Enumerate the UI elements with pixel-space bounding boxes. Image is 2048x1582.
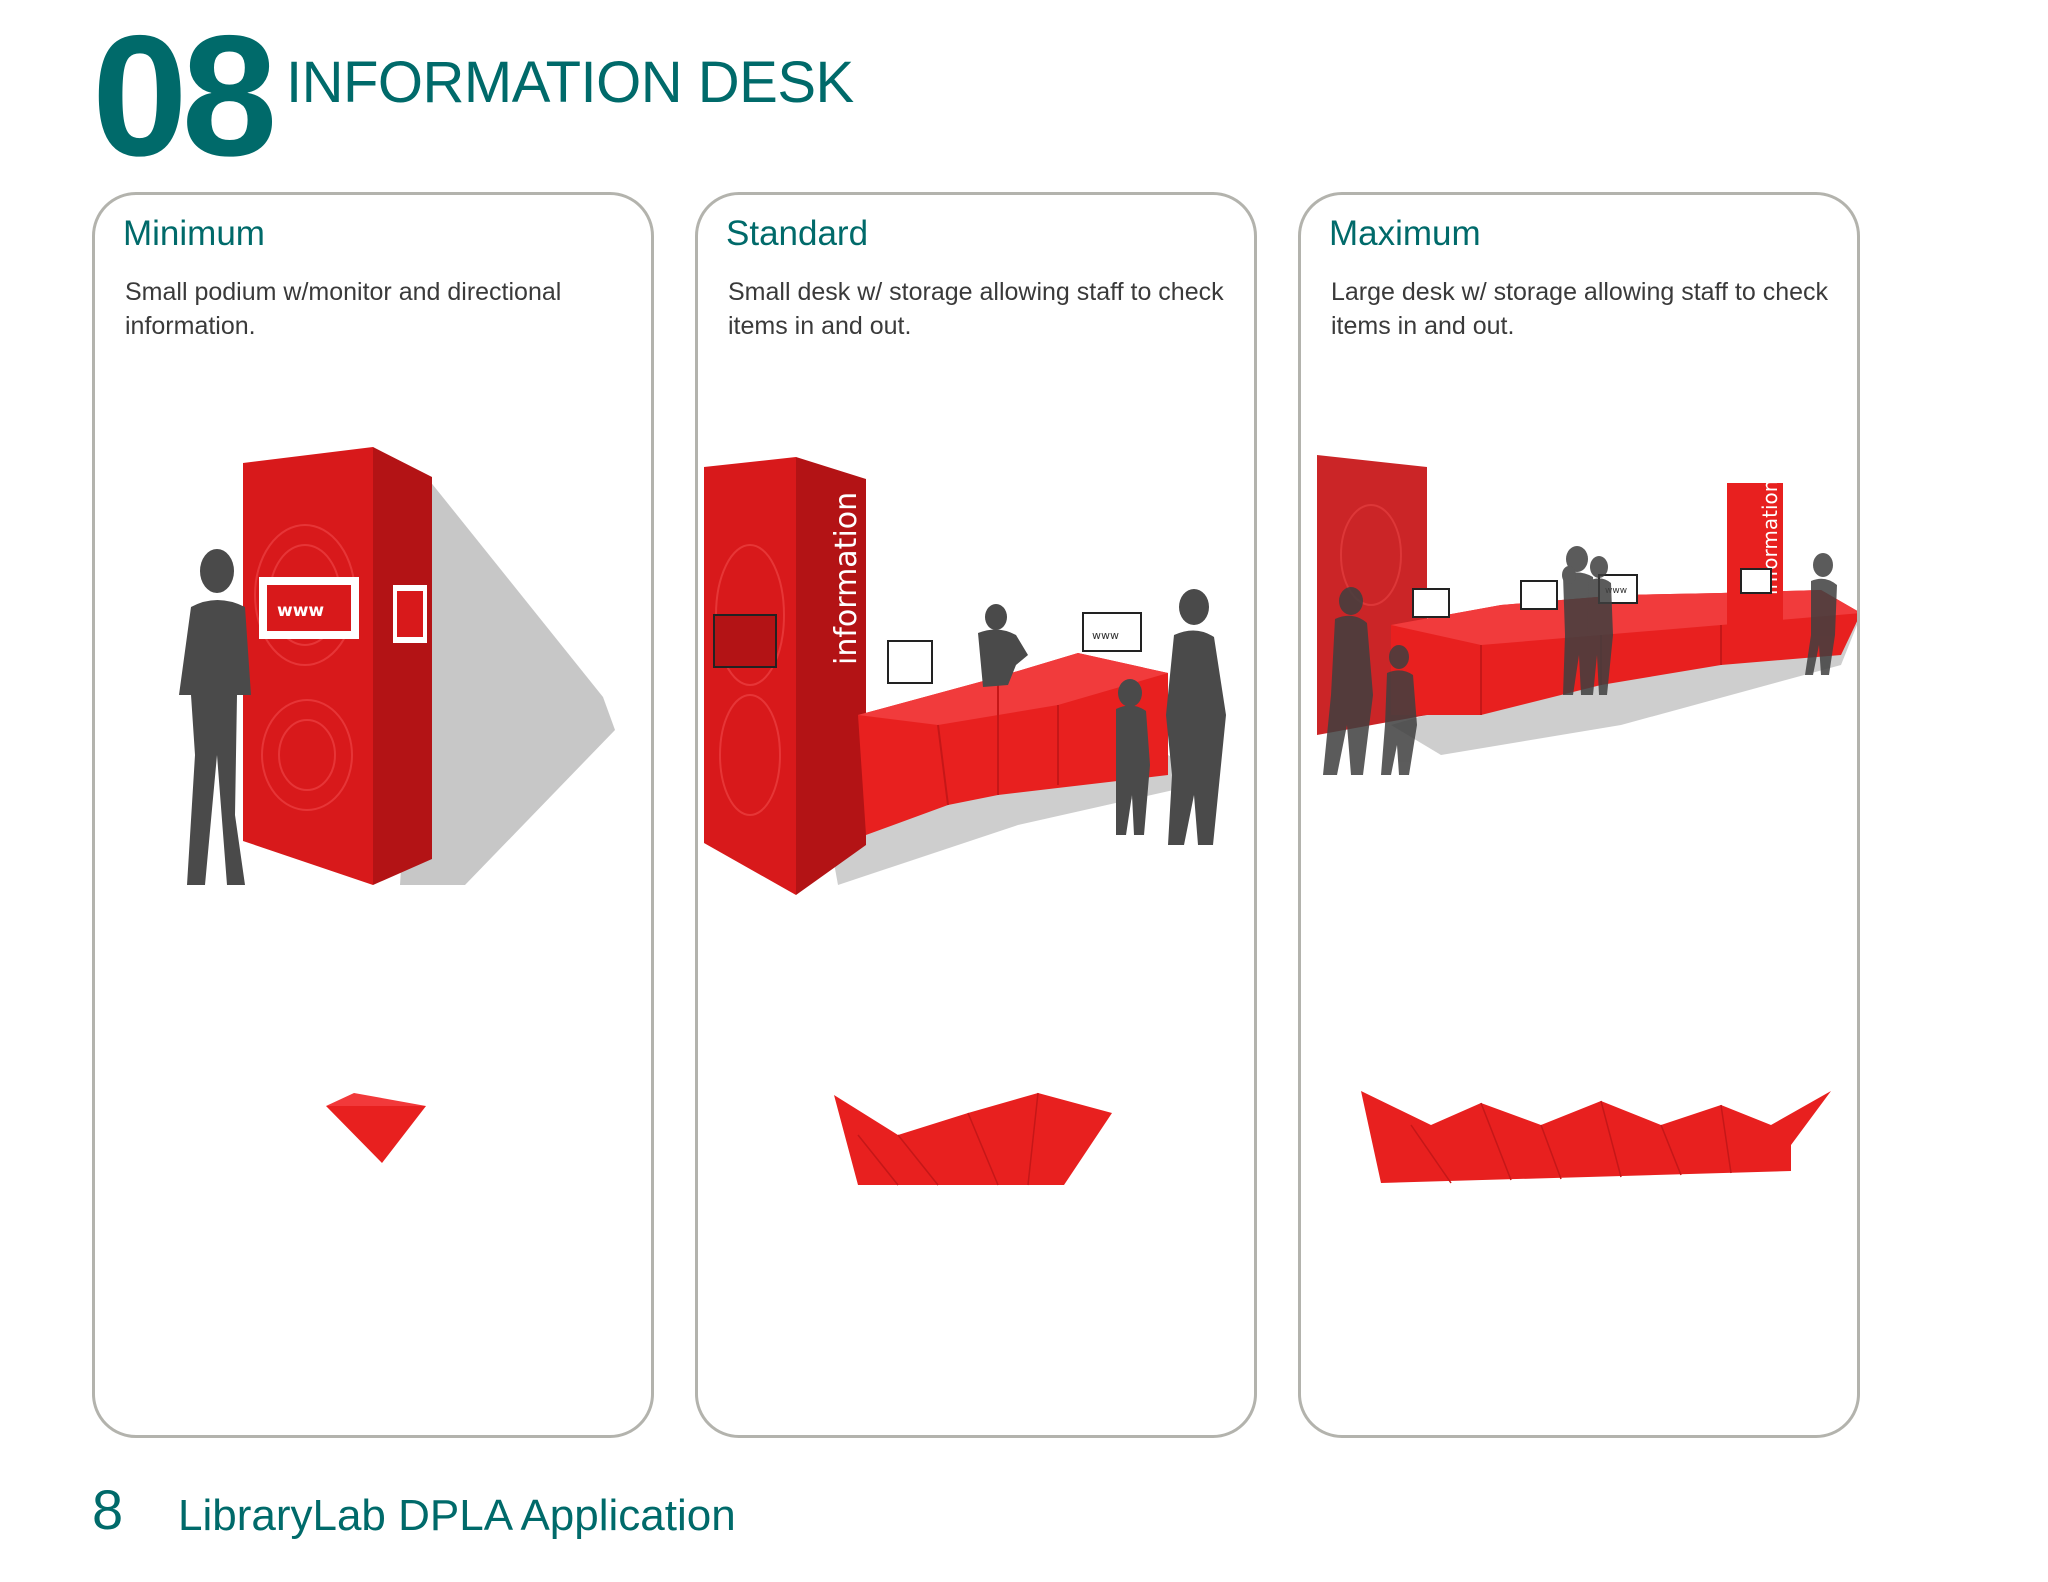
podium-side [373,447,432,885]
desk-monitor-icon [1520,580,1558,610]
section-title: INFORMATION DESK [286,50,854,115]
monitor-icon [713,614,777,668]
desk-monitor-icon [1082,612,1142,652]
option-description: Small podium w/monitor and directional i… [125,278,562,340]
monitor-screen-text: www [1092,629,1119,642]
section-number: 08 [92,0,277,192]
small-desk-plan-diagram [834,1092,1112,1186]
desk-monitor-icon [887,640,933,684]
sign-label: information [829,492,864,665]
sign-panel [1727,483,1783,651]
podium-illustration: www [179,447,615,885]
sign-panel [704,457,796,895]
option-heading: Maximum [1329,214,1481,253]
page-number: 8 [92,1478,124,1541]
option-card-maximum: Maximum Large desk w/ storage allowing s… [1298,192,1860,1438]
staff-silhouette [978,604,1028,687]
option-card-standard: Standard Small desk w/ storage allowing … [695,192,1257,1438]
option-heading: Minimum [123,214,265,253]
podium-front [243,447,373,885]
monitor-screen-text: www [1605,586,1627,596]
large-desk-plan-diagram [1361,1091,1831,1184]
option-heading: Standard [726,214,869,253]
visitors-silhouette [1323,546,1837,775]
small-desk-illustration: information www [704,457,1226,895]
desk-monitor-icon [1412,588,1450,618]
option-description: Small desk w/ storage allowing staff to … [728,278,1224,340]
option-description: Large desk w/ storage allowing staff to … [1331,278,1829,340]
option-card-minimum: Minimum Small podium w/monitor and direc… [92,192,654,1438]
podium-shadow [400,475,615,885]
desk-monitor-icon [1740,568,1772,594]
large-desk-illustration: information www [1317,455,1857,775]
visitors-silhouette [1116,589,1226,845]
person-silhouette [179,549,251,885]
document-title: LibraryLab DPLA Application [178,1491,736,1540]
monitor-screen-text: www [277,601,324,621]
podium-plan-diagram [326,1093,426,1163]
